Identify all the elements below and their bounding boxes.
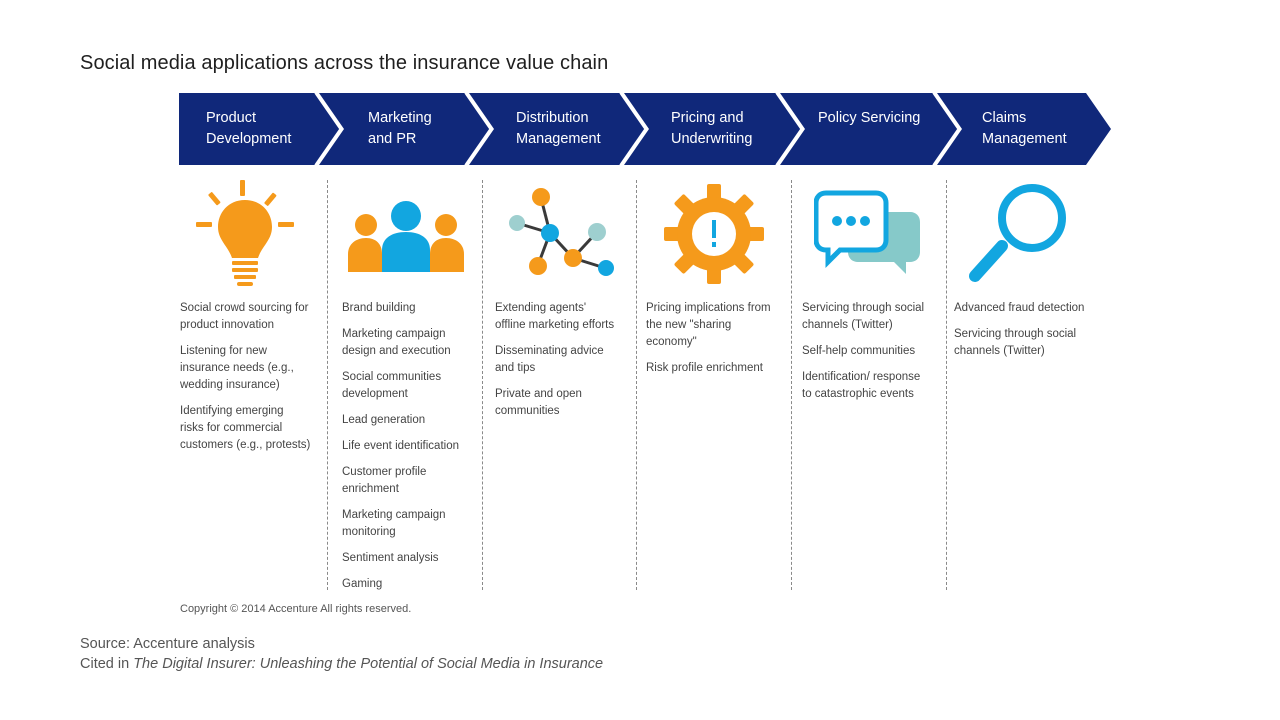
stage-items-claims: Advanced fraud detection Servicing throu… — [954, 300, 1104, 369]
chain-segment-claims — [937, 93, 1111, 165]
list-item: Pricing implications from the new "shari… — [646, 302, 771, 348]
column-divider — [327, 180, 328, 590]
list-item: Social communities development — [342, 371, 442, 400]
stage-label-marketing-pr: Marketing and PR — [368, 110, 432, 147]
column-divider — [636, 180, 637, 590]
stage-label-policy-servicing: Policy Servicing — [818, 110, 921, 126]
stage-items-product-development: Social crowd sourcing for product innova… — [180, 300, 325, 463]
lightbulb-icon — [196, 180, 294, 286]
stage-items-pricing: Pricing implications from the new "shari… — [646, 300, 791, 386]
citation-note: Cited in The Digital Insurer: Unleashing… — [80, 656, 603, 672]
magnifier-icon — [969, 184, 1066, 282]
list-item: Extending agents' offline marketing effo… — [495, 302, 615, 331]
stage-items-policy-servicing: Servicing through social channels (Twitt… — [802, 300, 947, 412]
column-divider — [791, 180, 792, 590]
citation-prefix: Cited in — [80, 656, 134, 672]
chain-segment-pricing — [624, 93, 801, 165]
list-item: Social crowd sourcing for product innova… — [180, 302, 309, 331]
list-item: Customer profile enrichment — [342, 466, 427, 495]
page-title: Social media applications across the ins… — [80, 52, 609, 74]
chain-segment-marketing-pr — [319, 93, 490, 165]
chain-segment-distribution — [469, 93, 645, 165]
gear-alert-icon — [664, 184, 764, 284]
copyright-notice: Copyright © 2014 Accenture All rights re… — [180, 603, 412, 615]
stage-label-pricing: Pricing and Underwriting — [671, 110, 753, 147]
list-item: Disseminating advice and tips — [495, 345, 604, 374]
column-divider — [946, 180, 947, 590]
stage-items-distribution: Extending agents' offline marketing effo… — [495, 300, 635, 429]
list-item: Lead generation — [342, 414, 426, 426]
network-icon — [509, 188, 614, 276]
list-item: Marketing campaign design and execution — [342, 328, 451, 357]
list-item: Servicing through social channels (Twitt… — [954, 328, 1077, 357]
list-item: Sentiment analysis — [342, 552, 439, 564]
citation-title: The Digital Insurer: Unleashing the Pote… — [133, 656, 604, 672]
stage-items-marketing-pr: Brand building Marketing campaign design… — [342, 300, 482, 602]
list-item: Marketing campaign monitoring — [342, 509, 446, 538]
list-item: Servicing through social channels (Twitt… — [802, 302, 925, 331]
stage-label-distribution: Distribution Management — [516, 110, 601, 147]
stage-label-claims: Claims Management — [982, 110, 1067, 147]
list-item: Risk profile enrichment — [646, 362, 763, 374]
list-item: Listening for new insurance needs (e.g.,… — [180, 345, 294, 391]
list-item: Brand building — [342, 302, 416, 314]
list-item: Identification/ response to catastrophic… — [802, 371, 921, 400]
list-item: Self-help communities — [802, 345, 916, 357]
people-icon — [348, 201, 464, 272]
stage-label-product-development: Product Development — [206, 110, 292, 147]
column-divider — [482, 180, 483, 590]
chain-segment-product-development — [179, 93, 340, 165]
list-item: Private and open communities — [495, 388, 582, 417]
list-item: Identifying emerging risks for commercia… — [180, 405, 311, 451]
list-item: Gaming — [342, 578, 383, 590]
list-item: Advanced fraud detection — [954, 302, 1085, 314]
source-note: Source: Accenture analysis — [80, 636, 255, 652]
chain-segment-policy-servicing — [780, 93, 958, 165]
chat-bubbles-icon — [814, 190, 920, 274]
list-item: Life event identification — [342, 440, 459, 452]
